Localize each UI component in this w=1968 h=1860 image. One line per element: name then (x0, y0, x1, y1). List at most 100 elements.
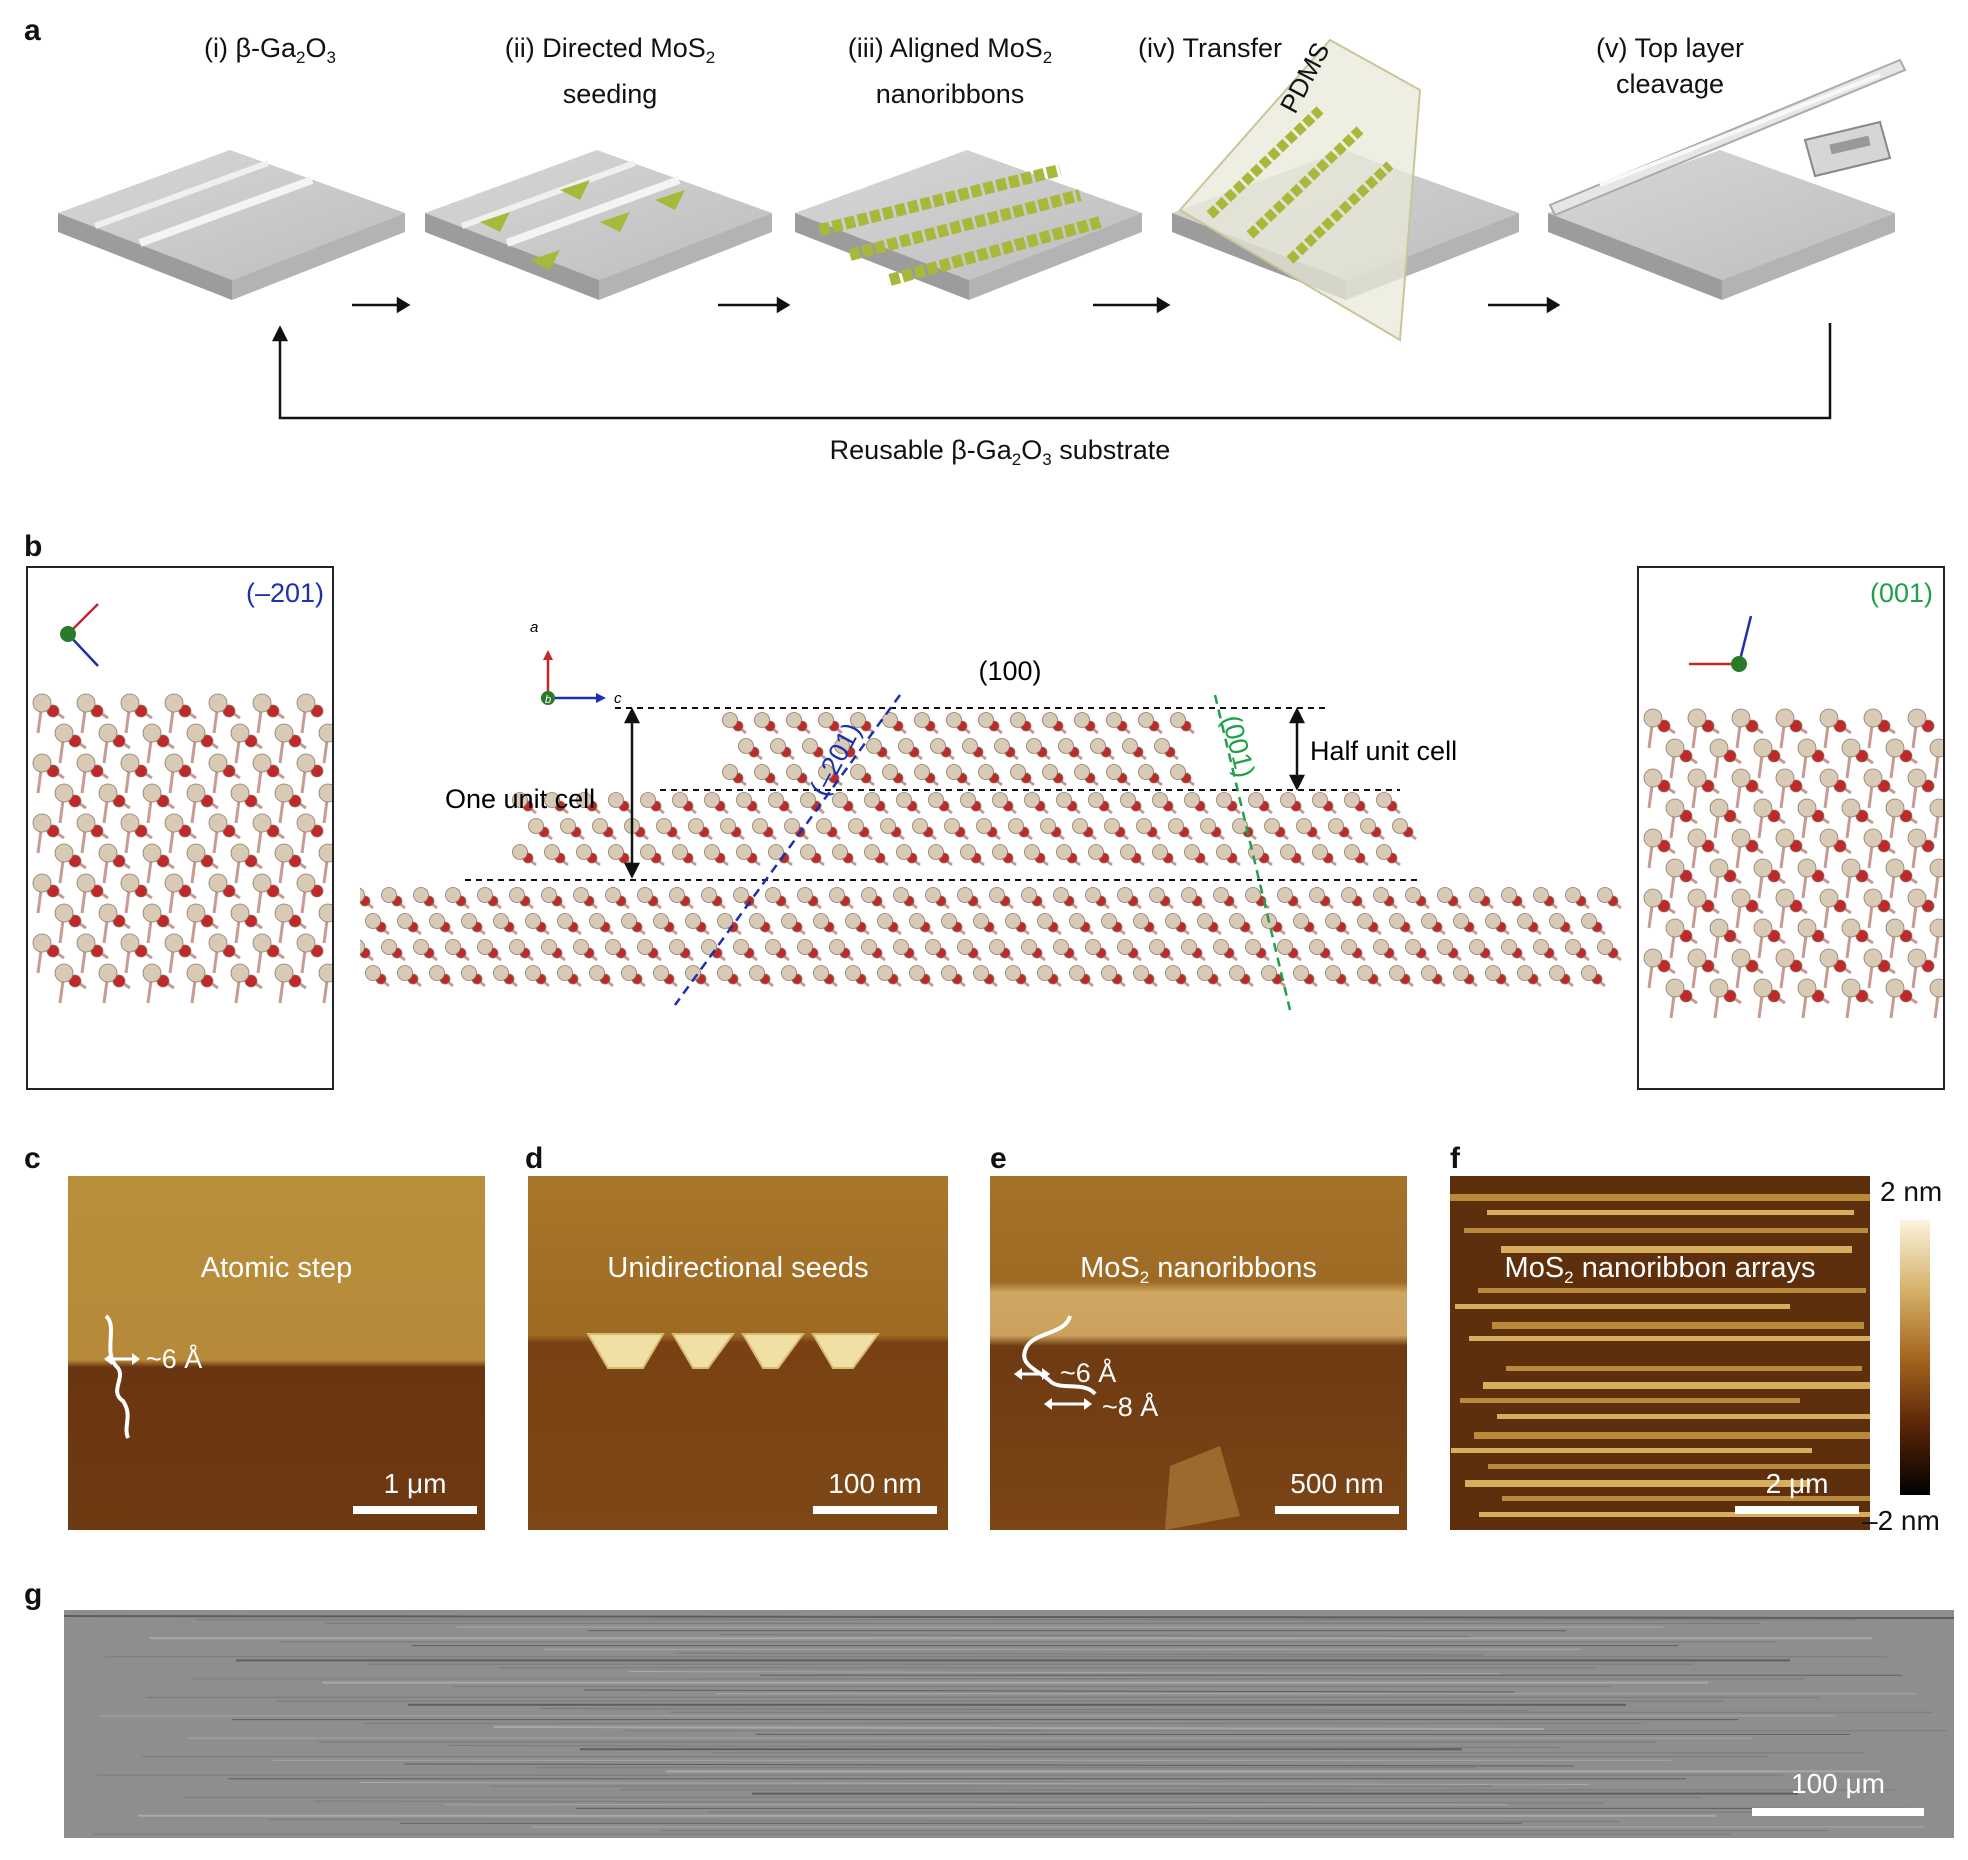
gallium-atom (765, 939, 781, 955)
gallium-atom (120, 873, 140, 893)
gallium-atom (717, 965, 733, 981)
oxygen-atom (1855, 929, 1869, 943)
gallium-atom (688, 818, 704, 834)
gallium-atom (397, 913, 413, 929)
gallium-atom (186, 783, 206, 803)
gallium-atom (208, 813, 228, 833)
gallium-atom (768, 792, 784, 808)
gallium-atom (930, 738, 946, 754)
oxygen-atom (134, 944, 148, 958)
axis-b-marker (1731, 656, 1747, 672)
nanoribbon-stripe (1492, 1322, 1864, 1329)
gallium-atom (752, 818, 768, 834)
title-e: MoS2 nanoribbons (990, 1252, 1407, 1288)
gallium-atom (164, 813, 184, 833)
gallium-atom (1453, 913, 1469, 929)
oxygen-atom (288, 914, 302, 928)
gallium-atom (882, 764, 898, 780)
oxygen-atom (200, 854, 214, 868)
gallium-atom (866, 738, 882, 754)
gallium-atom (1120, 844, 1136, 860)
gallium-atom (1819, 828, 1839, 848)
gallium-atom (669, 887, 685, 903)
gallium-atom (1709, 918, 1729, 938)
gallium-atom (1421, 913, 1437, 929)
oxygen-atom (1679, 989, 1693, 1003)
panel-label-e: e (990, 1142, 1007, 1175)
gallium-atom (477, 887, 493, 903)
panel-label-f: f (1450, 1142, 1460, 1175)
gallium-atom (252, 753, 272, 773)
arrow-icon (352, 296, 1561, 314)
gallium-atom (1245, 939, 1261, 955)
gallium-atom (1216, 792, 1232, 808)
gallium-atom (1341, 939, 1357, 955)
gallium-atom (1797, 918, 1817, 938)
striation-line (358, 1782, 1590, 1785)
gallium-atom (296, 873, 316, 893)
plane-line-minus201 (673, 694, 902, 1006)
oxygen-atom (90, 944, 104, 958)
nanoribbon-stripe (1469, 1336, 1870, 1341)
step-2-text: (ii) Directed MoS (504, 33, 706, 63)
gallium-atom (142, 963, 162, 983)
colorbar (1900, 1220, 1930, 1495)
gallium-atom (1026, 738, 1042, 754)
gallium-atom (274, 783, 294, 803)
axis-a-center: a (530, 619, 538, 636)
panel-label-g: g (24, 1578, 43, 1611)
nanoribbon-stripe (1502, 1496, 1870, 1501)
gallium-atom (845, 913, 861, 929)
step-caption-5: (v) Top layer cleavage (1560, 30, 1780, 102)
striation-line (493, 1726, 1545, 1730)
gallium-atom (1687, 948, 1707, 968)
gallium-atom (781, 913, 797, 929)
gallium-atom (142, 843, 162, 863)
step-5-text: (v) Top layer (1595, 33, 1745, 63)
oxygen-atom (68, 974, 82, 988)
gallium-atom (1328, 818, 1344, 834)
gallium-atom (992, 792, 1008, 808)
gallium-atom (848, 818, 864, 834)
gallium-atom (834, 738, 850, 754)
gallium-atom (557, 965, 573, 981)
nanoribbon-stripe (1450, 1194, 1870, 1201)
oxygen-atom (178, 704, 192, 718)
oxygen-atom (1921, 779, 1935, 793)
oxygen-atom (112, 854, 126, 868)
nanoribbon-stripe (1474, 1432, 1870, 1439)
gallium-atom (461, 965, 477, 981)
oxygen-atom (1789, 959, 1803, 973)
gallium-atom (142, 783, 162, 803)
reuse-mid: O (1021, 435, 1043, 465)
razor-blade-icon (1803, 120, 1892, 178)
gallium-atom (925, 939, 941, 955)
step-profile-c (104, 1314, 140, 1439)
gallium-atom (230, 723, 250, 743)
gallium-atom (605, 887, 621, 903)
oxygen-atom (1701, 839, 1715, 853)
gallium-atom (749, 965, 765, 981)
gallium-atom (640, 844, 656, 860)
oxygen-atom (1767, 989, 1781, 1003)
gallium-atom (1929, 918, 1943, 938)
substrate-4 (1172, 38, 1519, 342)
gallium-atom (1565, 939, 1581, 955)
oxygen-atom (1745, 839, 1759, 853)
gallium-atom (1731, 948, 1751, 968)
gallium-atom (1731, 768, 1751, 788)
gallium-atom (605, 939, 621, 955)
gallium-atom (717, 913, 733, 929)
oxygen-atom (156, 854, 170, 868)
oxygen-atom (244, 854, 258, 868)
reuse-prefix: Reusable β-Ga (829, 435, 1012, 465)
gallium-atom (973, 913, 989, 929)
gallium-atom (864, 792, 880, 808)
oxygen-atom (1745, 719, 1759, 733)
oxygen-atom (68, 914, 82, 928)
gallium-atom (1597, 887, 1613, 903)
gallium-atom (1053, 939, 1069, 955)
gallium-atom (786, 764, 802, 780)
gallium-atom (296, 693, 316, 713)
reuse-sub1: 2 (1011, 450, 1022, 469)
